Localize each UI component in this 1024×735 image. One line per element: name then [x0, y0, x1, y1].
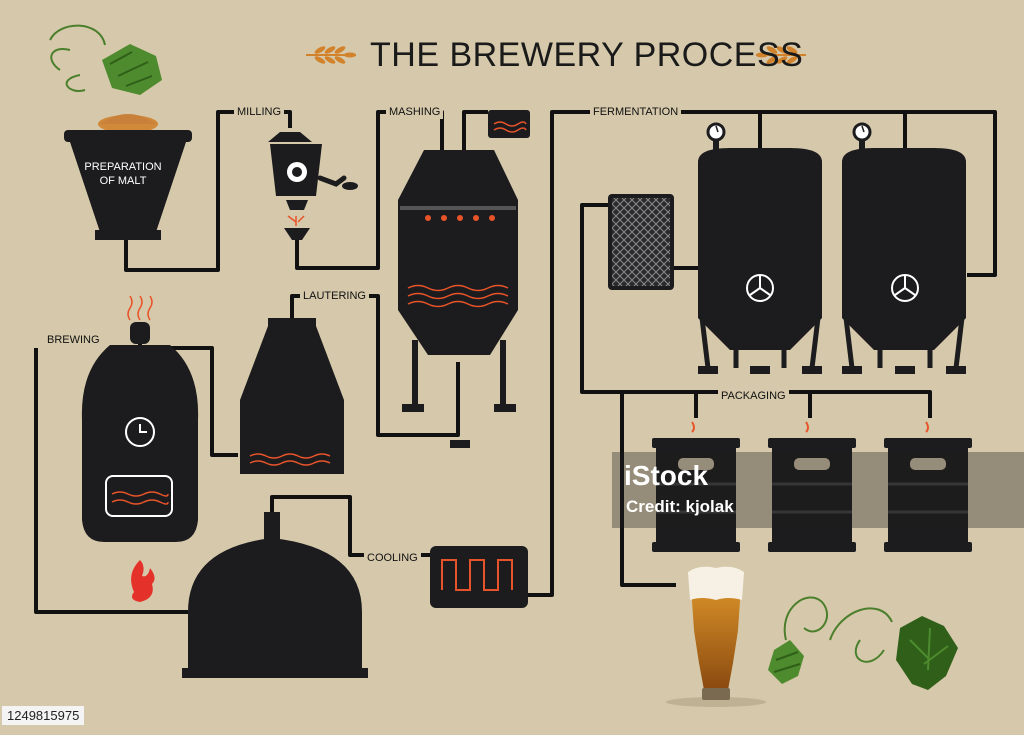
- step-label-cooling: COOLING: [364, 552, 421, 565]
- pipe-tank-tops: [758, 112, 907, 148]
- pipe-mash-water: [462, 110, 488, 150]
- beer-glass-icon: [666, 566, 766, 707]
- page-title: THE BREWERY PROCESS: [370, 36, 804, 74]
- keg-1: [652, 421, 740, 552]
- keg-2: [768, 421, 856, 552]
- pipes: [34, 110, 997, 614]
- cooling-exchanger: [430, 546, 528, 608]
- filter-unit: [608, 194, 674, 290]
- pipe-to-glass: [620, 392, 676, 587]
- step-label-lautering: LAUTERING: [300, 290, 369, 303]
- step-label-packaging: PACKAGING: [718, 390, 789, 403]
- wheat-ornament-left-icon: [306, 46, 356, 64]
- step-label-milling: MILLING: [234, 106, 285, 119]
- keg-3: [884, 421, 972, 552]
- pipe-mash-to-lauter: [290, 294, 460, 437]
- watermark-credit: Credit: kjolak: [626, 497, 734, 516]
- hop-vine-top-left-icon: [49, 24, 162, 95]
- step-label-fermentation: FERMENTATION: [590, 106, 682, 119]
- step-label-mashing: MASHING: [386, 106, 444, 119]
- brewing-vessel: [81, 295, 199, 602]
- pipe-malt-to-mill: [124, 110, 292, 272]
- pipe-filter-to-packaging: [580, 203, 932, 418]
- step-label-preparation: PREPARATION OF MALT: [84, 161, 162, 187]
- fermentation-tank-2: [842, 122, 966, 374]
- wheat-ornament-right-icon: [756, 46, 806, 64]
- boil-kettle: [182, 512, 368, 678]
- lautering-tun: [240, 318, 344, 474]
- fire-icon: [131, 560, 155, 602]
- malt-hopper: [64, 114, 192, 240]
- pipe-cool-to-ferm: [528, 578, 554, 597]
- watermark-band: [612, 452, 1024, 528]
- step-label-brewing: BREWING: [44, 334, 103, 347]
- mashing-tank: [398, 110, 530, 448]
- watermark-brand: iStock: [624, 460, 709, 491]
- fermentation-tank-1: [698, 122, 822, 374]
- pipe-brew-to-kettle: [34, 348, 188, 614]
- pipe-packaging-drops: [694, 392, 812, 418]
- image-id-tag: 1249815975: [2, 706, 85, 725]
- mill-machine: [268, 132, 358, 240]
- pipe-fermentation-main: [550, 110, 997, 578]
- hop-vine-bottom-right-icon: [768, 596, 958, 690]
